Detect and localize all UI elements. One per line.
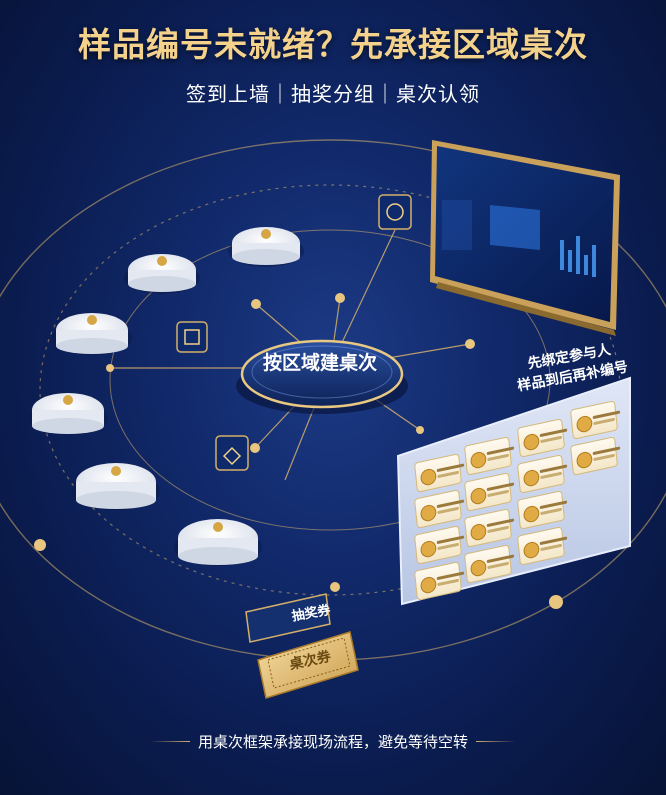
banquet-tables <box>28 227 304 566</box>
footer-caption: 用桌次框架承接现场流程，避免等待空转 <box>197 733 468 751</box>
lottery-ticket-sign <box>245 593 331 643</box>
hub-platform <box>236 339 408 414</box>
page-subtitle: 签到上墙｜抽奖分组｜桌次认领 <box>186 82 480 106</box>
dashboard-screen <box>430 140 620 336</box>
floating-icon-glyphs <box>184 203 404 466</box>
table-coupon <box>257 631 359 699</box>
hub-label: 按区域建桌次 <box>262 352 377 374</box>
footer-rule-left <box>150 741 190 742</box>
page-title: 样品编号未就绪？先承接区域桌次 <box>78 25 588 64</box>
